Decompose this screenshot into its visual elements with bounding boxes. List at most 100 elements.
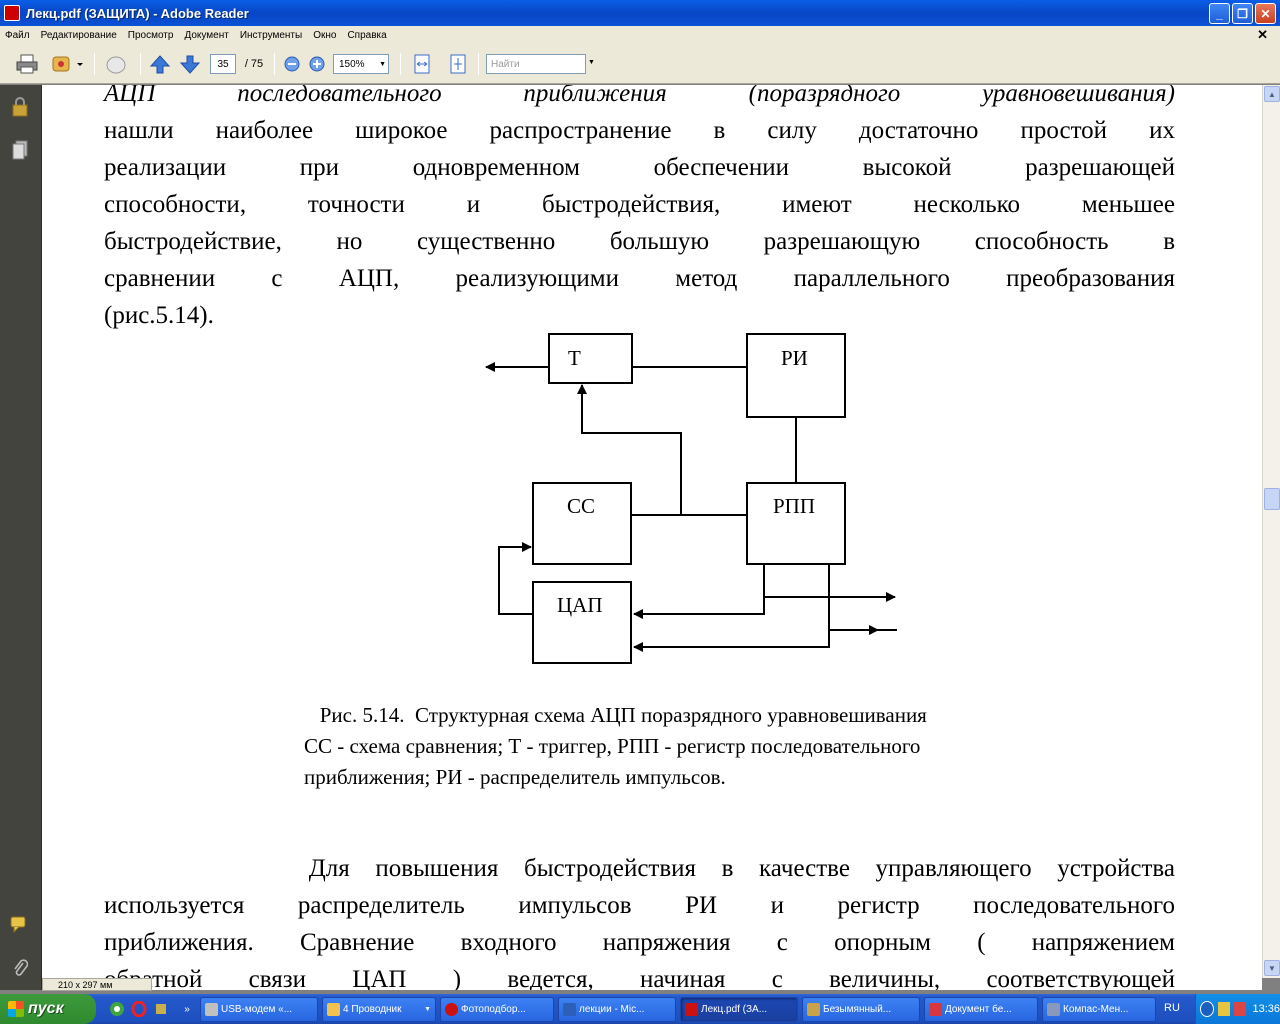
clock: 13:36	[1252, 1003, 1280, 1015]
arrow-down-icon	[179, 55, 201, 74]
scroll-down-icon[interactable]: ▼	[1264, 960, 1280, 976]
scroll-thumb[interactable]	[1264, 488, 1280, 510]
start-label: пуск	[28, 1000, 64, 1017]
zoom-value: 150%	[339, 58, 365, 70]
fit-width-button[interactable]	[410, 53, 434, 75]
hand-icon	[106, 56, 126, 74]
task-kompas-manager[interactable]: Компас-Мен...	[1042, 997, 1156, 1022]
quicklaunch-opera-icon[interactable]	[130, 1000, 148, 1018]
menu-bar: Файл Редактирование Просмотр Документ Ин…	[0, 26, 1280, 44]
label-ss: СС	[567, 494, 595, 518]
manager-icon	[1047, 1003, 1060, 1016]
quicklaunch-ie-icon[interactable]	[108, 1000, 126, 1018]
arrow-up-icon	[149, 55, 171, 74]
scroll-up-icon[interactable]: ▲	[1264, 86, 1280, 102]
page-total: / 75	[244, 58, 264, 70]
language-indicator[interactable]: RU	[1164, 1002, 1180, 1014]
text-line: обратной связи ЦАП ) ведется, начиная с …	[104, 966, 1175, 990]
label-rpp: РПП	[773, 494, 815, 518]
cap-ss-arrow	[498, 542, 533, 615]
task-word-lectures[interactable]: лекции - Mic...	[558, 997, 676, 1022]
text-line: сравнении с АЦП, реализующими метод пара…	[104, 265, 1175, 292]
network-icon[interactable]	[1218, 1002, 1231, 1016]
page-size-indicator: 210 x 297 мм	[42, 978, 152, 991]
tray-app-icon[interactable]	[1234, 1002, 1247, 1016]
chevron-down-icon: ▼	[424, 1006, 431, 1013]
figure-caption: Рис. 5.14. Структурная схема АЦП поразря…	[304, 700, 927, 793]
document-page: АЦП последовательного приближения (пораз…	[42, 85, 1262, 990]
toolbar: 35 / 75 150% ▼ Найти ▼	[0, 44, 1280, 84]
menu-view[interactable]: Просмотр	[127, 29, 174, 41]
quicklaunch-app-icon[interactable]	[152, 1000, 170, 1018]
menu-edit[interactable]: Редактирование	[40, 29, 117, 41]
windows-logo-icon	[8, 1001, 24, 1017]
block-diagram: Т РИ СС РПП ЦАП	[485, 333, 897, 664]
label-ri: РИ	[781, 346, 808, 370]
task-document[interactable]: Документ бе...	[924, 997, 1038, 1022]
fit-width-icon	[414, 54, 430, 74]
vertical-scrollbar[interactable]: ▲ ▼	[1262, 85, 1280, 978]
minimize-button[interactable]: _	[1209, 3, 1230, 24]
text-line: (рис.5.14).	[104, 302, 214, 329]
zoom-out-button[interactable]	[282, 53, 302, 75]
ss-t-arrow	[577, 384, 682, 515]
comments-icon[interactable]	[10, 915, 30, 935]
folder-icon	[327, 1003, 340, 1016]
share-button[interactable]	[50, 53, 86, 75]
search-dropdown-icon[interactable]: ▼	[588, 59, 595, 66]
document-close-icon[interactable]: ✕	[1257, 27, 1268, 42]
menu-help[interactable]: Справка	[347, 29, 387, 41]
menu-window[interactable]: Окно	[313, 29, 337, 41]
adobe-reader-icon	[4, 5, 20, 21]
task-photo[interactable]: Фотоподбор...	[440, 997, 554, 1022]
prev-page-button[interactable]	[148, 53, 172, 75]
task-adobe-reader[interactable]: Лекц.pdf (ЗА...	[680, 997, 798, 1022]
text-line: используется распределитель импульсов РИ…	[104, 892, 1175, 919]
task-usb-modem[interactable]: USB-модем «...	[200, 997, 318, 1022]
zoom-select[interactable]: 150% ▼	[333, 54, 389, 74]
title-bar: Лекц.pdf (ЗАЩИТА) - Adobe Reader _ ❐ ✕	[0, 0, 1280, 26]
caption-line: приближения; РИ - распределитель импульс…	[304, 765, 726, 789]
chevron-down-icon: ▼	[379, 60, 386, 68]
search-input[interactable]: Найти	[486, 54, 586, 74]
hand-tool-button[interactable]	[102, 53, 130, 75]
opera-icon	[445, 1003, 458, 1016]
text-line: нашли наиболее широкое распространение в…	[104, 117, 1175, 144]
menu-tools[interactable]: Инструменты	[239, 29, 303, 41]
tray-expand-icon[interactable]	[1200, 1001, 1215, 1017]
caption-line: Рис. 5.14. Структурная схема АЦП поразря…	[304, 703, 927, 727]
menu-file[interactable]: Файл	[5, 29, 30, 41]
word-icon	[563, 1003, 576, 1016]
paragraph-1: АЦП последовательного приближения (пораз…	[104, 85, 1175, 334]
page-number-input[interactable]: 35	[210, 54, 236, 74]
pages-icon[interactable]	[10, 140, 30, 160]
start-button[interactable]: пуск	[0, 994, 96, 1024]
maximize-button[interactable]: ❐	[1232, 3, 1253, 24]
next-page-button[interactable]	[178, 53, 202, 75]
zoom-out-icon	[284, 56, 300, 72]
close-button[interactable]: ✕	[1255, 3, 1276, 24]
window-title: Лекц.pdf (ЗАЩИТА) - Adobe Reader	[26, 5, 249, 21]
quicklaunch-more-icon[interactable]: »	[184, 1003, 190, 1015]
attachment-icon[interactable]	[10, 958, 30, 978]
text-line: реализации при одновременном обеспечении…	[104, 154, 1175, 181]
paint-icon	[807, 1003, 820, 1016]
block-t	[548, 333, 633, 384]
printer-icon	[16, 54, 38, 74]
paragraph-2: Для повышения быстродействия в качестве …	[104, 850, 1175, 990]
menu-document[interactable]: Документ	[184, 29, 229, 41]
pdf-icon	[685, 1003, 698, 1016]
task-untitled[interactable]: Безымянный...	[802, 997, 920, 1022]
rpp-cap-arrow-2	[633, 564, 830, 652]
lock-icon[interactable]	[10, 97, 30, 117]
caption-line: СС - схема сравнения; Т - триггер, РПП -…	[304, 734, 921, 758]
block-cap	[532, 581, 632, 664]
zoom-in-icon	[309, 56, 325, 72]
text-line: приближения. Сравнение входного напряжен…	[104, 929, 1175, 956]
label-cap: ЦАП	[557, 593, 603, 617]
rpp-cap-arrow-1	[633, 564, 765, 619]
zoom-in-button[interactable]	[307, 53, 327, 75]
print-button[interactable]	[14, 53, 40, 75]
task-explorer[interactable]: 4 Проводник▼	[322, 997, 436, 1022]
fit-page-button[interactable]	[446, 53, 470, 75]
